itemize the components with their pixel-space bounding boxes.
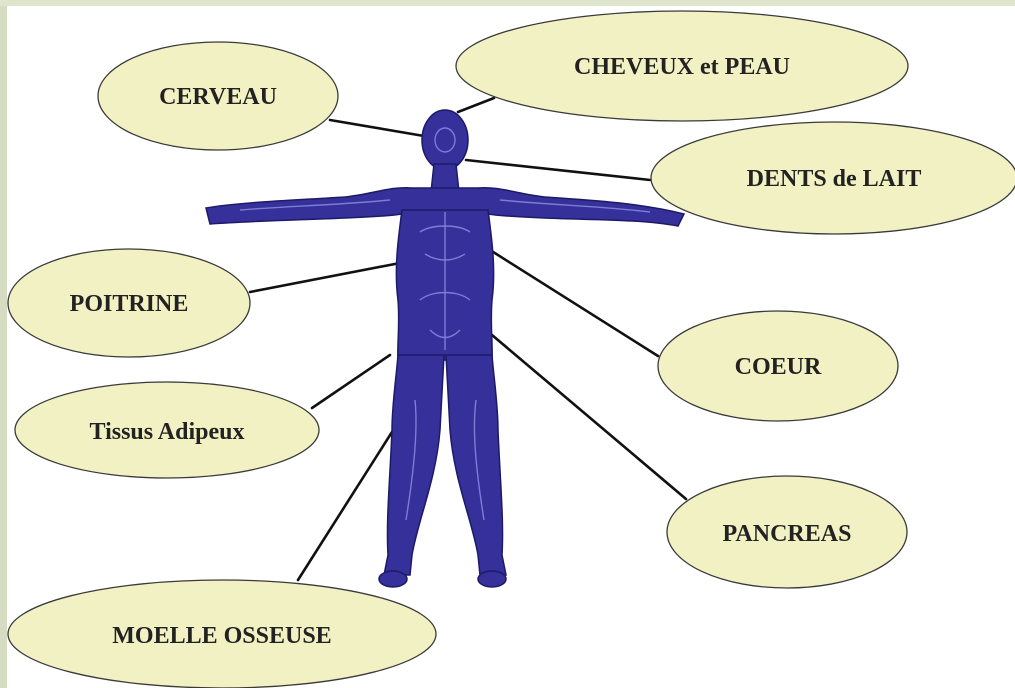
bubble-cerveau: CERVEAU — [98, 42, 338, 150]
bubble-tissus-adipeux: Tissus Adipeux — [15, 382, 319, 478]
bubble-cheveux-peau: CHEVEUX et PEAU — [456, 11, 908, 121]
connector-cheveux-peau — [458, 98, 494, 112]
bubble-poitrine: POITRINE — [8, 249, 250, 357]
human-body-icon — [206, 110, 684, 587]
label-poitrine: POITRINE — [70, 291, 189, 317]
label-cheveux-peau: CHEVEUX et PEAU — [574, 54, 790, 80]
label-cerveau: CERVEAU — [159, 84, 277, 110]
label-pancreas: PANCREAS — [723, 521, 852, 547]
bubble-dents-lait: DENTS de LAIT — [651, 122, 1015, 234]
connector-pancreas — [492, 335, 686, 499]
bubble-pancreas: PANCREAS — [667, 476, 907, 588]
label-moelle-osseuse: MOELLE OSSEUSE — [112, 623, 331, 649]
bubble-moelle-osseuse: MOELLE OSSEUSE — [8, 580, 436, 688]
connector-dents-lait — [466, 160, 650, 180]
label-tissus-adipeux: Tissus Adipeux — [90, 419, 245, 445]
bubble-coeur: COEUR — [658, 311, 898, 421]
label-coeur: COEUR — [735, 354, 822, 380]
connector-cerveau — [330, 120, 424, 136]
connector-coeur — [490, 250, 658, 356]
label-dents-lait: DENTS de LAIT — [747, 166, 922, 192]
connector-poitrine — [250, 263, 400, 292]
connector-tissus-adipeux — [312, 355, 390, 408]
connector-moelle-osseuse — [298, 432, 392, 580]
